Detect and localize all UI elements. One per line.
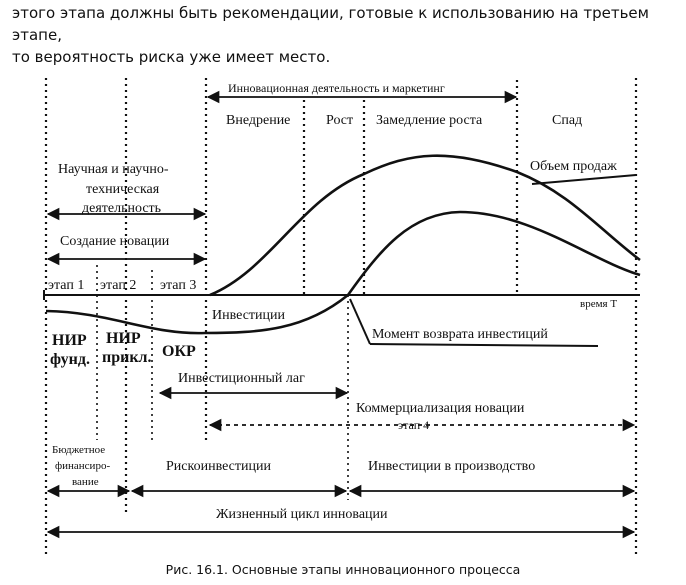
nir-applied-label-b: прикл. [102,349,152,366]
phase-decline-label: Спад [552,113,582,128]
science-label-1: Научная и научно- [58,162,169,177]
intro-text: этого этапа должны быть рекомендации, го… [12,2,682,68]
investments-label: Инвестиции [212,308,286,323]
phase-intro-label: Внедрение [226,113,290,128]
payback-leader-a [349,298,371,345]
vertical-dividers [44,78,638,558]
stage4-label: этап 4 [398,418,429,432]
stage1-label: этап 1 [48,278,84,293]
science-label-3: деятельность [82,201,161,216]
nir-fund-label-a: НИР [52,332,87,349]
science-label-2: техническая [86,182,160,197]
span-arrows [46,90,636,539]
time-axis-label: время Т [580,298,617,310]
phase-slowdown-label: Замедление роста [376,113,483,128]
nir-applied-label-a: НИР [106,330,141,347]
stage3-label: этап 3 [160,278,196,293]
sales-volume-label: Объем продаж [530,159,617,174]
sales-leader-line [531,174,637,185]
prod-invest-label: Инвестиции в производство [368,459,535,474]
budget-label-2: финансиро- [55,460,110,472]
risk-invest-label: Рискоинвестиции [166,459,271,474]
investment-curve [45,210,641,335]
curves [45,154,641,347]
intro-line-1: этого этапа должны быть рекомендации, го… [12,4,649,44]
marketing-span-label: Инновационная деятельность и маркетинг [228,81,445,95]
figure-caption: Рис. 16.1. Основные этапы инновационного… [165,562,521,577]
budget-label-3: вание [72,476,99,488]
payback-leader-b [369,343,599,347]
invest-lag-label: Инвестиционный лаг [178,371,305,386]
commercialization-label: Коммерциализация новации [356,401,525,416]
lifecycle-label: Жизненный цикл инновации [216,507,388,522]
budget-label-1: Бюджетное [52,444,105,456]
stage2-label: этап 2 [100,278,136,293]
intro-line-2: то вероятность риска уже имеет место. [12,48,331,66]
payback-moment-label: Момент возврата инвестиций [372,327,548,342]
nir-fund-label-b: фунд. [50,351,90,368]
sales-volume-curve [209,154,641,297]
okr-label: ОКР [162,343,196,360]
creation-label: Создание новации [60,234,170,249]
phase-growth-label: Рост [326,113,353,128]
